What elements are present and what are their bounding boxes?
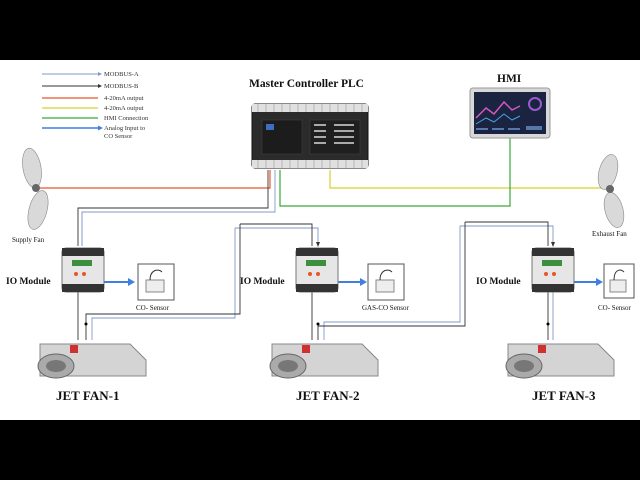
legend-item-analog-line2: CO Sensor [104,133,133,140]
jet-fan-2-label: JET FAN-2 [296,388,359,403]
co-sensor-3 [603,263,635,299]
hmi-device [469,87,551,139]
plc-device [251,103,369,169]
io-module-2-label: IO Module [240,277,285,287]
sensor-3-label: CO- Sensor [598,304,632,312]
io-module-1-label: IO Module [6,277,51,287]
supply-fan-propeller [22,147,49,230]
hmi-title: HMI [497,73,522,85]
io-module-3-label: IO Module [476,277,521,287]
system-diagram: MODBUS-A MODBUS-B 4-20mA output 4-20mA o… [6,71,635,403]
io-module-2 [295,247,339,293]
arrowheads [84,242,603,326]
jet-fan-3-body [505,343,615,379]
legend: MODBUS-A MODBUS-B 4-20mA output 4-20mA o… [42,71,149,140]
jet-fan-3-label: JET FAN-3 [532,388,596,403]
wiring [40,138,605,340]
legend-item-modbus-a: MODBUS-A [104,71,139,78]
legend-item-4-20ma-yellow: 4-20mA output [104,105,144,112]
sensor-1-label: CO- Sensor [136,304,170,312]
legend-item-analog: Analog Input to [104,125,145,132]
legend-item-hmi: HMI Connection [104,115,149,122]
sensor-2-label: GAS-CO Sensor [362,304,410,312]
jet-fan-2-body [269,343,379,379]
exhaust-fan-label: Exhaust Fan [592,230,627,238]
supply-fan-label: Supply Fan [12,236,45,244]
legend-item-modbus-b: MODBUS-B [104,83,139,90]
io-module-3 [531,247,575,293]
gas-co-sensor-2 [367,263,405,301]
jet-fan-1-label: JET FAN-1 [56,388,119,403]
legend-item-4-20ma-red: 4-20mA output [104,95,144,102]
co-sensor-1 [137,263,175,301]
io-module-1 [61,247,105,293]
exhaust-fan-propeller [597,154,625,228]
diagram-canvas: MODBUS-A MODBUS-B 4-20mA output 4-20mA o… [0,60,640,420]
jet-fan-1-body [37,343,147,379]
plc-title: Master Controller PLC [249,78,364,90]
